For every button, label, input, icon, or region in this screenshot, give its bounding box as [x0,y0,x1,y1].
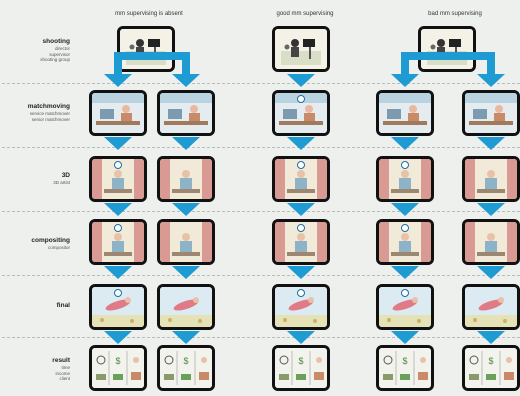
3d-frame [462,156,520,202]
svg-text:$: $ [183,356,188,366]
flow-arrow-icon [104,331,132,344]
separator [2,147,520,148]
review-badge-icon [297,289,305,297]
flow-arrow-icon [477,266,505,279]
flow-arrow-icon [287,331,315,344]
separator [2,83,520,84]
result-frame: $ [272,345,330,391]
3d-frame [376,156,434,202]
flow-arrow-icon [104,74,132,87]
flow-arrow-icon [391,331,419,344]
compositing-frame [462,219,520,265]
matchmoving-frame [157,90,215,136]
flow-arrow-icon [391,137,419,150]
flow-arrow-icon [104,266,132,279]
flow-arrow-icon [391,203,419,216]
3d-frame [89,156,147,202]
3d-frame [157,156,215,202]
separator [2,275,520,276]
review-badge-icon [114,289,122,297]
flow-connector [401,52,495,60]
review-badge-icon [297,161,305,169]
result-frame: $ [89,345,147,391]
flow-connector [487,52,495,76]
flow-arrow-icon [391,74,419,87]
svg-text:$: $ [402,356,407,366]
row-label-final: final [0,302,70,310]
review-badge-icon [114,224,122,232]
3d-frame [272,156,330,202]
flow-arrow-icon [104,137,132,150]
row-label-shooting: shooting director supervisor shooting gr… [0,38,70,63]
final-frame [462,284,520,330]
review-badge-icon [297,95,305,103]
svg-text:$: $ [298,356,303,366]
matchmoving-frame [272,90,330,136]
shooting-frame [117,26,175,72]
svg-text:$: $ [115,356,120,366]
flow-arrow-icon [172,331,200,344]
column-title-absent: mm supervising is absent [94,11,204,17]
flow-arrow-icon [477,203,505,216]
review-badge-icon [401,289,409,297]
matchmoving-frame [462,90,520,136]
row-label-compositing: compositing compositor [0,237,70,251]
result-frame: $ [376,345,434,391]
shooting-frame [272,26,330,72]
compositing-frame [157,219,215,265]
separator [2,337,520,338]
row-label-result: result time income client [0,357,70,382]
review-badge-icon [297,224,305,232]
flow-arrow-icon [172,137,200,150]
flow-connector [401,52,409,76]
final-frame [89,284,147,330]
flow-arrow-icon [477,137,505,150]
row-label-matchmoving: matchmoving service matchmover senior ma… [0,103,70,122]
flow-arrow-icon [172,203,200,216]
flow-arrow-icon [287,74,315,87]
shooting-frame [418,26,476,72]
matchmoving-frame [89,90,147,136]
flow-arrow-icon [287,137,315,150]
flow-connector [114,52,190,60]
compositing-frame [272,219,330,265]
flow-arrow-icon [477,331,505,344]
final-frame [376,284,434,330]
review-badge-icon [401,224,409,232]
flow-arrow-icon [391,266,419,279]
flow-arrow-icon [477,74,505,87]
result-frame: $ [462,345,520,391]
review-badge-icon [114,161,122,169]
flow-arrow-icon [287,203,315,216]
flow-connector [114,52,122,76]
final-frame [272,284,330,330]
flow-connector [182,52,190,76]
flow-arrow-icon [104,203,132,216]
flow-arrow-icon [287,266,315,279]
review-badge-icon [401,161,409,169]
flow-arrow-icon [172,266,200,279]
compositing-frame [376,219,434,265]
result-frame: $ [157,345,215,391]
row-label-3d: 3D 3D artist [0,172,70,186]
svg-text:$: $ [488,356,493,366]
column-title-good: good mm supervising [250,11,360,17]
column-title-bad: bad mm supervising [400,11,510,17]
final-frame [157,284,215,330]
flow-arrow-icon [172,74,200,87]
matchmoving-frame [376,90,434,136]
separator [2,211,520,212]
compositing-frame [89,219,147,265]
